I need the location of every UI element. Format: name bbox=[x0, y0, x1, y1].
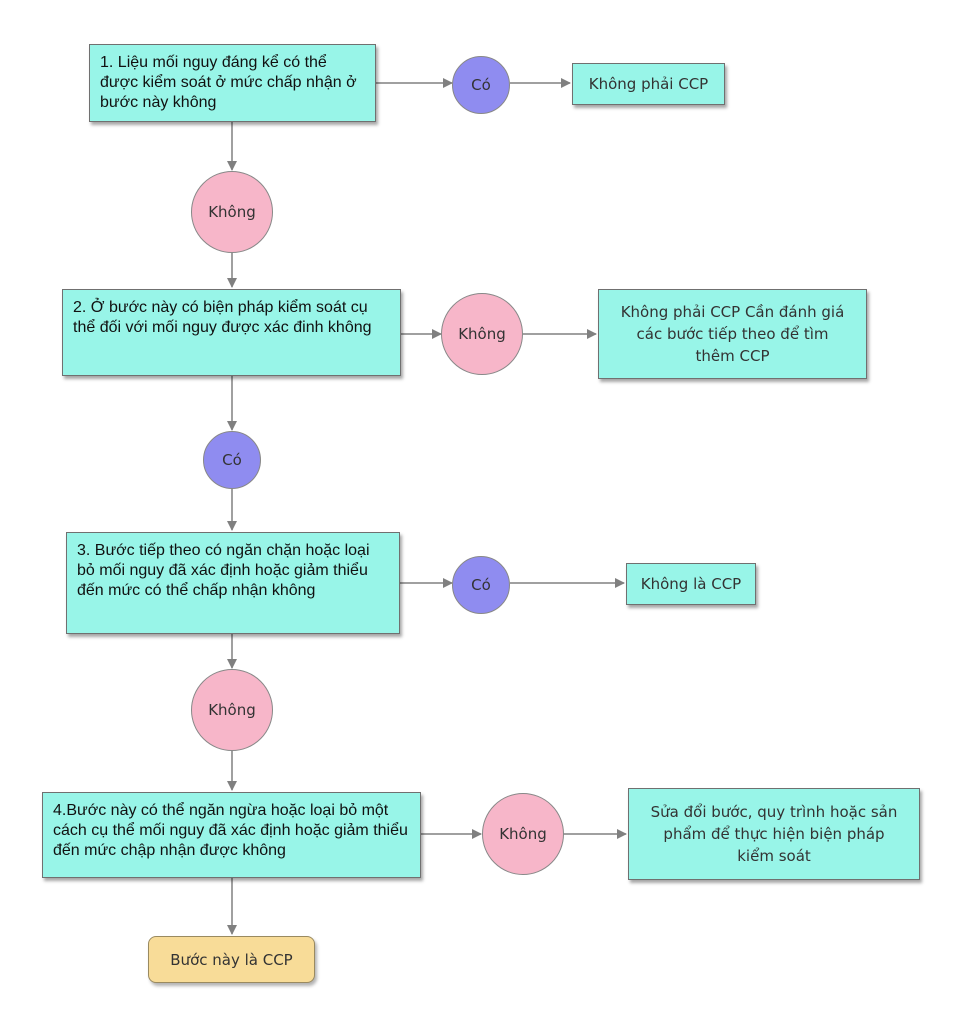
no-decision-4: Không bbox=[482, 793, 564, 875]
question-box-2: 2. Ở bước này có biện pháp kiểm soát cụ … bbox=[62, 289, 401, 376]
yes-decision-2: Có bbox=[203, 431, 261, 489]
result-box-3: Không là CCP bbox=[626, 563, 756, 605]
question-box-3: 3. Bước tiếp theo có ngăn chặn hoặc loại… bbox=[66, 532, 400, 634]
no-decision-2: Không bbox=[441, 293, 523, 375]
result-box-2: Không phải CCP Cần đánh giá các bước tiế… bbox=[598, 289, 867, 379]
final-ccp-box: Bước này là CCP bbox=[148, 936, 315, 983]
question-box-4: 4.Bước này có thể ngăn ngừa hoặc loại bỏ… bbox=[42, 792, 421, 878]
no-decision-1: Không bbox=[191, 171, 273, 253]
no-decision-3: Không bbox=[191, 669, 273, 751]
yes-decision-3: Có bbox=[452, 556, 510, 614]
question-box-1: 1. Liệu mối nguy đáng kể có thể được kiể… bbox=[89, 44, 376, 122]
result-box-1: Không phải CCP bbox=[572, 63, 725, 105]
result-box-4: Sửa đổi bước, quy trình hoặc sản phẩm để… bbox=[628, 788, 920, 880]
yes-decision-1: Có bbox=[452, 56, 510, 114]
